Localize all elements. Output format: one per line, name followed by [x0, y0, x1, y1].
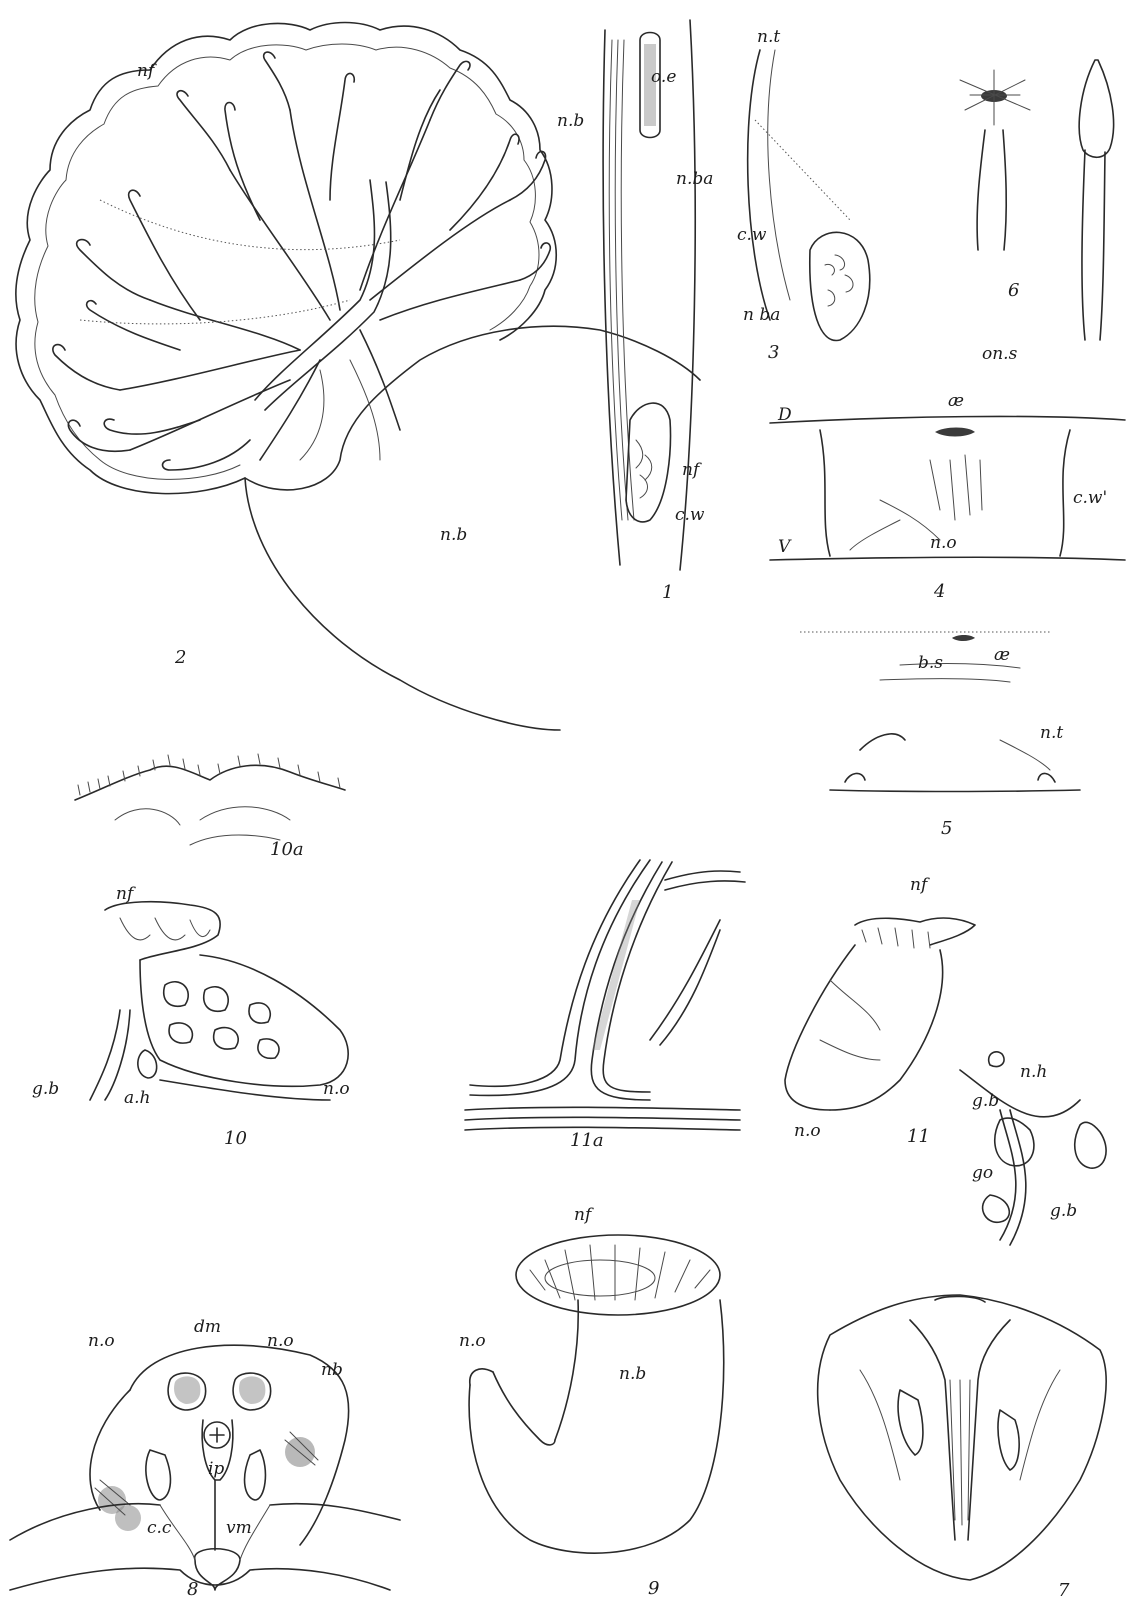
figure-2-label-nf: nf	[137, 61, 157, 81]
figure-10-label-gb: g.b	[32, 1079, 59, 1099]
figure-10-label-nf: nf	[116, 884, 136, 904]
figure-8-label-dm: dm	[194, 1317, 221, 1337]
figure-5-number: 5	[941, 818, 952, 839]
figure-4-number: 4	[933, 581, 945, 602]
figure-2-number: 2	[174, 647, 186, 668]
figure-8-label-no-left: n.o	[88, 1331, 115, 1351]
figure-8-label-ip: ip	[208, 1459, 224, 1479]
figure-4-label-no: n.o	[930, 533, 957, 553]
figure-3-label-nt: n.t	[757, 27, 780, 47]
figure-2-label-nb: n.b	[440, 525, 467, 545]
figure-10a-drawing	[75, 754, 345, 845]
figure-7-drawing	[818, 1295, 1106, 1580]
figure-11-drawing	[785, 918, 1106, 1245]
figure-1-label-oe: o.e	[651, 67, 676, 87]
figure-4-label-D: D	[777, 405, 792, 425]
figure-6-number: 6	[1008, 280, 1019, 301]
figure-9-label-nb: n.b	[619, 1364, 646, 1384]
figure-8-drawing	[10, 1345, 400, 1590]
figure-9-number: 9	[648, 1578, 659, 1599]
figure-1-label-nb: n.b	[557, 111, 584, 131]
figure-10a-number: 10a	[270, 839, 304, 860]
figure-3-label-nba: n ba	[743, 305, 780, 325]
figure-3-label-cw: c.w	[737, 225, 767, 245]
figure-1-label-nf: nf	[682, 460, 702, 480]
figure-11-label-nh: n.h	[1020, 1062, 1047, 1082]
figure-3-number: 3	[768, 342, 779, 363]
figure-11-label-gb: g.b	[972, 1091, 999, 1111]
figure-5-label-ae: æ	[994, 645, 1010, 665]
figure-4-label-ae: æ	[948, 391, 964, 411]
figure-11a-number: 11a	[570, 1130, 604, 1151]
figure-5-label-bs: b.s	[918, 653, 943, 673]
figure-11-label-no: n.o	[794, 1121, 821, 1141]
figure-9-drawing	[469, 1235, 724, 1553]
figure-10-label-ah: a.h	[124, 1088, 151, 1108]
figure-6-drawing	[960, 60, 1114, 340]
figure-1-label-nba: n.ba	[676, 169, 713, 189]
figure-11-number: 11	[907, 1126, 930, 1147]
figure-8-label-cc: c.c	[147, 1518, 172, 1538]
figure-4-label-V: V	[778, 537, 792, 557]
figure-8-number: 8	[187, 1579, 198, 1600]
figure-6-label-ons: on.s	[982, 344, 1018, 364]
figure-11-label-nf: nf	[910, 875, 930, 895]
figure-9-label-nf: nf	[574, 1205, 594, 1225]
figure-2-drawing	[16, 23, 700, 731]
figure-8-label-vm: vm	[226, 1518, 252, 1538]
figure-1-drawing	[603, 20, 695, 570]
figure-11-label-go: go	[972, 1163, 993, 1183]
figure-11a-drawing	[465, 860, 745, 1130]
figure-10-label-no: n.o	[323, 1079, 350, 1099]
figure-10-number: 10	[224, 1128, 247, 1149]
figure-1-number: 1	[662, 582, 673, 603]
figure-9-label-no: n.o	[459, 1331, 486, 1351]
figure-5-label-nt: n.t	[1040, 723, 1063, 743]
figure-3-drawing	[748, 50, 870, 340]
figure-8-label-nb: nb	[321, 1360, 343, 1380]
figure-11-label-gb-2: g.b	[1050, 1201, 1077, 1221]
figure-10-drawing	[90, 902, 348, 1100]
figure-1-label-cw: c.w	[675, 505, 705, 525]
figure-7-number: 7	[1058, 1580, 1070, 1601]
figure-8-label-no-right: n.o	[267, 1331, 294, 1351]
figure-4-label-cw: c.w'	[1073, 488, 1107, 508]
